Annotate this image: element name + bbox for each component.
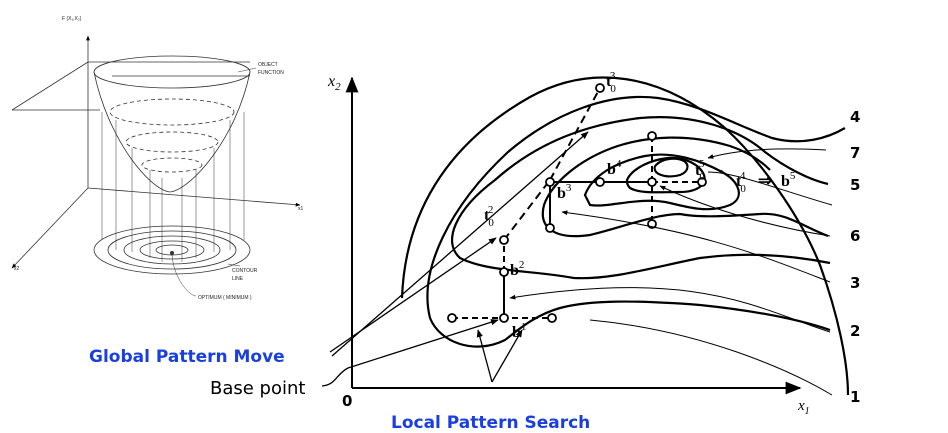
contour-number-2: 2	[850, 322, 860, 340]
x-axis-label: x1	[797, 398, 810, 417]
contour-7	[625, 156, 706, 194]
implies-arrow: ⇒	[758, 171, 772, 190]
node-b3	[545, 177, 555, 187]
node-t03	[595, 83, 605, 93]
f-axis-label: F (X₁,X₂)	[62, 16, 82, 22]
local-pattern-search-label: Local Pattern Search	[391, 413, 590, 433]
label-b5: b5	[781, 170, 796, 190]
contour-pointers	[509, 148, 833, 396]
label-t05: t05	[695, 158, 705, 183]
node-t05	[697, 177, 707, 187]
label-t04: t04	[736, 170, 746, 195]
contour-3	[451, 116, 831, 280]
callout-lines	[321, 131, 589, 387]
projection-lines	[101, 112, 245, 262]
contour-number-5: 5	[850, 176, 860, 194]
object-function-label-2: FUNCTION	[258, 70, 284, 76]
node-left	[447, 313, 457, 323]
contour-line-label-1: CONTOUR	[232, 268, 258, 274]
object-function-label-1: OBJECT	[258, 62, 278, 68]
node-right	[547, 313, 557, 323]
contour-number-6: 6	[850, 227, 860, 245]
y-axis-label: x2	[327, 73, 341, 93]
paraboloid-outline	[93, 71, 251, 193]
optimum-dot	[169, 250, 174, 255]
contour-line-label-2: LINE	[232, 276, 244, 282]
label-b4: b4	[607, 158, 622, 178]
label-b1: b1	[512, 321, 526, 341]
contour-number-3: 3	[850, 274, 860, 292]
label-b3: b3	[557, 182, 572, 202]
paraboloid-top	[93, 55, 251, 89]
node-b4-top	[647, 131, 657, 141]
contour-number-7: 7	[850, 144, 860, 162]
contour-5	[583, 153, 740, 211]
search-nodes	[447, 83, 707, 323]
global-pattern-move-label: Global Pattern Move	[89, 347, 285, 367]
contour-rings	[93, 225, 251, 275]
contour-number-4: 4	[850, 108, 860, 126]
node-center	[647, 177, 657, 187]
contour-number-1: 1	[850, 388, 860, 406]
node-b2	[499, 267, 509, 277]
x1-axis-3d	[87, 187, 301, 207]
node-b4	[595, 177, 605, 187]
base-point-label: Base point	[210, 378, 305, 399]
origin-label: 0	[342, 392, 352, 410]
label-t03: t03	[606, 70, 616, 95]
label-b2: b2	[510, 259, 524, 279]
label-t02: t02	[484, 204, 494, 229]
x2-3d-label: x2	[14, 266, 20, 272]
node-t02	[499, 235, 509, 245]
node-b3-bottom	[545, 223, 555, 233]
x2-axis-3d	[11, 187, 89, 269]
contour-2	[426, 95, 846, 348]
x1-3d-label: x1	[298, 206, 304, 212]
axes	[345, 76, 802, 395]
optimum-label: OPTIMUM ( MINIMUM )	[198, 295, 252, 301]
paraboloid-figure	[11, 35, 301, 297]
node-b1	[499, 313, 509, 323]
contour-innermost	[653, 157, 689, 178]
